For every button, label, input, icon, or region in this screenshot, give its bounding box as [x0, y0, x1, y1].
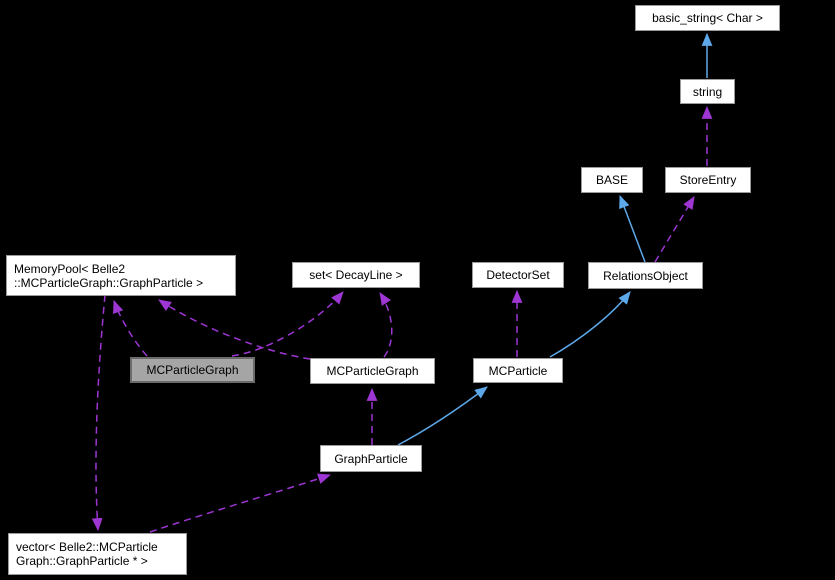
class-node-set-decayline[interactable]: set< DecayLine >: [292, 262, 420, 288]
class-node-detector-set[interactable]: DetectorSet: [472, 262, 564, 288]
class-node-relations-object[interactable]: RelationsObject: [588, 262, 703, 289]
edge-mcparticlegraph-to-memory-pool: [158, 299, 311, 360]
class-node-vector[interactable]: vector< Belle2::MCParticle Graph::GraphP…: [8, 533, 187, 575]
class-node-string[interactable]: string: [680, 79, 735, 104]
edge-graph-particle-to-mcparticle: [397, 386, 488, 446]
edge-mcparticlegraph-current-to-memory-pool: [113, 299, 148, 357]
edge-mcparticlegraph-to-set-decayline: [379, 292, 393, 358]
edge-memory-pool-to-vector: [91, 294, 106, 532]
class-node-mcparticlegraph-current: MCParticleGraph: [130, 357, 255, 383]
edge-relations-object-to-store-entry: [654, 196, 695, 263]
edge-vector-to-graph-particle: [149, 473, 332, 533]
class-node-basic-string[interactable]: basic_string< Char >: [635, 5, 780, 31]
class-node-base[interactable]: BASE: [581, 167, 643, 193]
edge-relations-object-to-base: [619, 194, 646, 263]
edge-mcparticle-to-relations-object: [549, 291, 631, 358]
class-node-store-entry[interactable]: StoreEntry: [665, 167, 751, 193]
class-node-memory-pool[interactable]: MemoryPool< Belle2 ::MCParticleGraph::Gr…: [6, 255, 236, 296]
class-node-mcparticlegraph[interactable]: MCParticleGraph: [310, 358, 435, 384]
edge-mcparticlegraph-current-to-set-decayline: [231, 291, 344, 357]
class-node-mcparticle[interactable]: MCParticle: [473, 358, 563, 383]
class-node-graph-particle[interactable]: GraphParticle: [320, 445, 422, 472]
